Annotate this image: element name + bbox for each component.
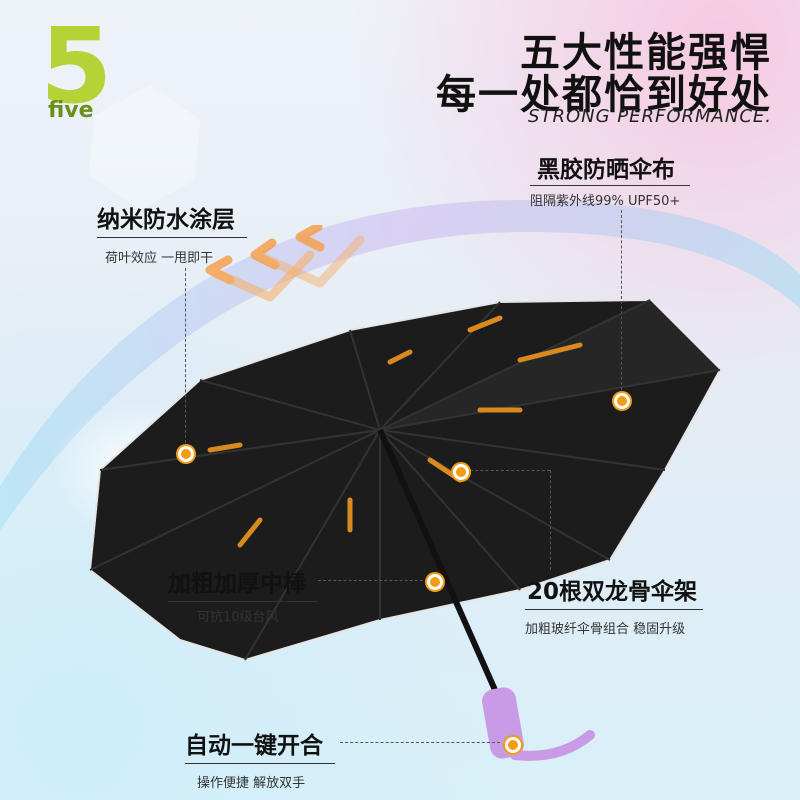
umbrella-shaft (377, 428, 498, 692)
water-repel-arrows (205, 225, 365, 302)
feature-1-connector (185, 268, 186, 448)
feature-5-title: 自动一键开合 (185, 733, 323, 759)
feature-2-desc: 阻隔紫外线99% UPF50+ (530, 194, 681, 209)
feature-4-connector-h (465, 470, 550, 471)
feature-2-marker (614, 393, 630, 409)
feature-2-connector (621, 210, 622, 390)
umbrella-strap (510, 730, 595, 761)
headline-subtitle: STRONG PERFORMANCE. (528, 106, 772, 127)
feature-4-marker (453, 464, 469, 480)
brand-number: 5 (40, 5, 113, 127)
feature-1-underline (97, 237, 247, 238)
brand-word: five (48, 98, 94, 123)
feature-3-underline (168, 601, 318, 602)
feature-5-desc: 操作便捷 解放双手 (197, 776, 306, 791)
feature-1-desc: 荷叶效应 一甩即干 (105, 251, 214, 266)
feature-4-desc: 加粗玻纤伞骨组合 稳固升级 (525, 622, 686, 637)
feature-2-underline (530, 185, 690, 186)
feature-3-title: 加粗加厚中棒 (168, 571, 306, 597)
feature-1-marker (178, 446, 194, 462)
feature-5-marker (505, 737, 521, 753)
headline-line2: 每一处都恰到好处 (436, 72, 772, 118)
feature-4-connector-v (550, 470, 551, 570)
feature-5-underline (185, 763, 335, 764)
feature-4-title: 20根双龙骨伞架 (527, 579, 698, 605)
feature-3-connector (318, 580, 428, 581)
headline-line1: 五大性能强悍 (520, 30, 772, 76)
feature-5-connector (340, 742, 500, 743)
feature-1-title: 纳米防水涂层 (97, 207, 235, 233)
feature-2-title: 黑胶防晒伞布 (537, 157, 675, 183)
feature-4-underline (525, 609, 703, 610)
feature-3-desc: 可抗10级台风 (197, 610, 279, 625)
feature-3-marker (427, 574, 443, 590)
hexagon-decoration (88, 85, 200, 210)
